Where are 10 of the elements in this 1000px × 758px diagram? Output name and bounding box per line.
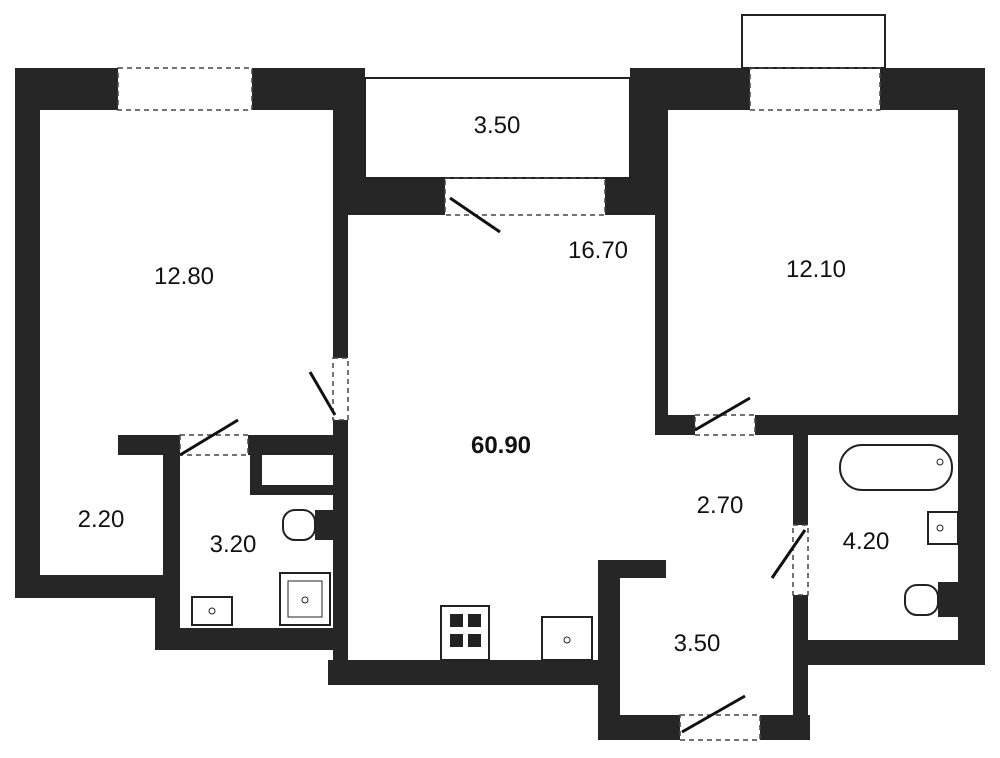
room-area-label: 3.50 [674, 630, 720, 658]
room-area-label: 4.20 [842, 528, 890, 556]
room-area-label: 16.70 [568, 237, 628, 265]
room-area-label: 12.10 [786, 256, 846, 284]
room-area-label: 2.20 [78, 506, 124, 534]
room-area-label: 3.50 [474, 112, 520, 140]
room-area-label: 12.80 [154, 263, 214, 291]
room-area-label: 60.90 [470, 432, 532, 460]
room-area-label: 3.20 [210, 531, 256, 559]
room-area-label: 2.70 [696, 492, 744, 520]
